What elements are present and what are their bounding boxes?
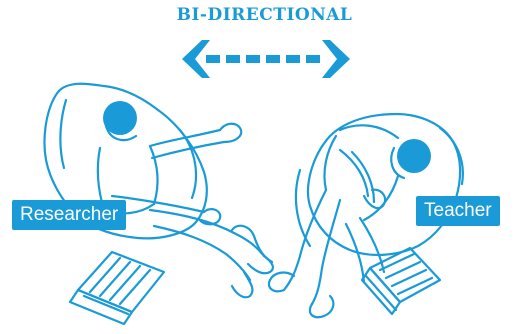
teacher-label: Teacher (416, 196, 500, 226)
teacher-beanbag (296, 114, 463, 255)
researcher-laptop (70, 252, 164, 324)
researcher-label: Researcher (12, 200, 126, 230)
teacher-laptop (362, 248, 440, 314)
teacher-figure (269, 125, 431, 317)
